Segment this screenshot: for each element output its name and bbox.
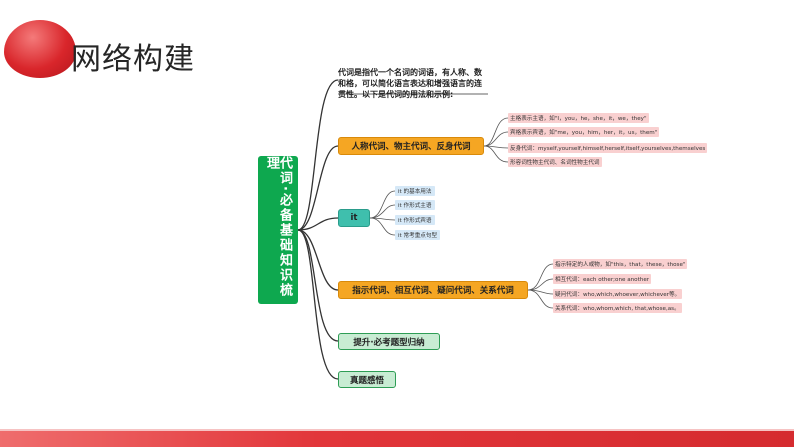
mindmap-root: 代词·必备基础知识梳理 <box>258 156 298 304</box>
branch-other-pronouns: 指示代词、相互代词、疑问代词、关系代词 <box>338 281 528 299</box>
intro-text: 代词是指代一个名词的词语，有人称、数和格，可以简化语言表达和增强语言的连贯性。以… <box>338 68 482 99</box>
branch-exam-types: 提升·必考题型归纳 <box>338 333 440 350</box>
branch-real-exams: 真题感悟 <box>338 371 396 388</box>
branch3-item-2: 相互代词：each other;one another <box>553 274 652 284</box>
branch2-item-1: it 的基本用法 <box>395 186 435 196</box>
branch2-item-3: it 作形式宾语 <box>395 215 435 225</box>
header-decoration <box>4 20 76 78</box>
branch2-item-4: it 常考重点句型 <box>395 230 441 240</box>
branch-it: it <box>338 209 370 227</box>
branch-personal-pronouns: 人称代词、物主代词、反身代词 <box>338 137 484 155</box>
branch3-item-1: 指示特定的人或物，如"this，that，these，those" <box>553 259 688 269</box>
footer-bar <box>0 429 794 447</box>
branch1-item-3: 反身代词：myself,yourself,himself,herself,its… <box>508 143 708 153</box>
branch3-item-4: 关系代词：who,whom,which, that,whose,as。 <box>553 303 682 313</box>
branch1-item-1: 主格表示主语，如"I，you，he，she，it，we，they" <box>508 113 649 123</box>
branch1-item-4: 形容词性物主代词、名词性物主代词 <box>508 157 602 167</box>
branch1-item-2: 宾格表示宾语，如"me，you，him，her，it，us，them" <box>508 127 660 137</box>
branch2-item-2: it 作形式主语 <box>395 200 435 210</box>
branch3-item-3: 疑问代词：who,which,whoever,whichever等。 <box>553 289 683 299</box>
page-title: 网络构建 <box>71 42 195 77</box>
